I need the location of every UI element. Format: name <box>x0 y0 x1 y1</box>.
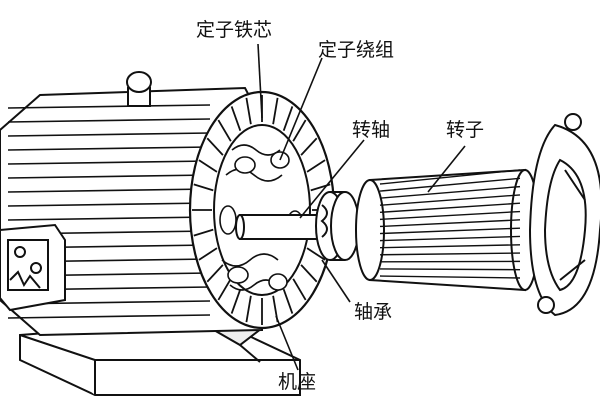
stator-tooth <box>206 264 224 283</box>
rotor-bar <box>379 235 521 242</box>
housing-fin <box>7 174 211 179</box>
stator-tooth <box>245 97 252 125</box>
label-bearing: 轴承 <box>354 301 392 323</box>
stator-tooth <box>306 159 326 173</box>
stator-tooth <box>193 228 214 237</box>
stator-tooth <box>217 119 232 142</box>
lifting-eye <box>126 71 152 107</box>
stator-tooth <box>230 288 242 314</box>
housing-fin <box>7 132 211 137</box>
housing-fin <box>7 314 211 319</box>
rotor-bar <box>379 177 521 192</box>
housing-fin <box>7 146 211 151</box>
housing-fin <box>7 216 211 221</box>
label-stator-core: 定子铁芯 <box>196 19 272 41</box>
stator-tooth <box>206 137 224 156</box>
rotor-bar <box>379 210 521 221</box>
stator-tooth <box>282 288 294 314</box>
housing-fin <box>7 188 211 193</box>
rotor-bar <box>379 169 521 185</box>
stator-tooth <box>272 97 279 125</box>
terminal-box <box>0 223 66 312</box>
label-rotor: 转子 <box>446 119 484 141</box>
rotor <box>355 168 540 292</box>
housing-fin <box>7 202 211 207</box>
housing-fin <box>7 104 211 109</box>
stator-tooth <box>230 106 242 132</box>
label-frame: 机座 <box>278 371 316 393</box>
stator-tooth <box>217 278 232 301</box>
label-stator-winding: 定子绕组 <box>318 39 394 61</box>
bearing <box>315 191 360 261</box>
rotor-bar <box>379 194 521 206</box>
stator-tooth <box>282 106 294 132</box>
rotor-bar <box>379 202 521 214</box>
rotor-bar <box>379 227 521 235</box>
housing-fin <box>7 160 211 165</box>
rotor-bar <box>379 275 521 279</box>
stator-tooth <box>193 183 214 192</box>
end-cover <box>528 113 600 317</box>
stator-tooth <box>306 247 326 261</box>
stator-tooth <box>245 295 252 323</box>
rotor-bar <box>379 268 521 271</box>
housing-fin <box>7 118 211 123</box>
stator-core <box>188 90 336 330</box>
stator-tooth <box>300 137 318 156</box>
stator-tooth <box>300 264 318 283</box>
stator-tooth <box>292 278 307 301</box>
stator-tooth <box>198 159 218 173</box>
rotor-bar <box>379 244 521 249</box>
stator-tooth <box>292 119 307 142</box>
motor-housing <box>0 71 263 337</box>
rotor-bar <box>379 219 521 228</box>
stator-tooth <box>198 247 218 261</box>
rotor-bar <box>379 252 521 256</box>
rotor-bar <box>379 185 521 199</box>
label-shaft: 转轴 <box>352 119 390 141</box>
leader-lines <box>257 43 466 371</box>
